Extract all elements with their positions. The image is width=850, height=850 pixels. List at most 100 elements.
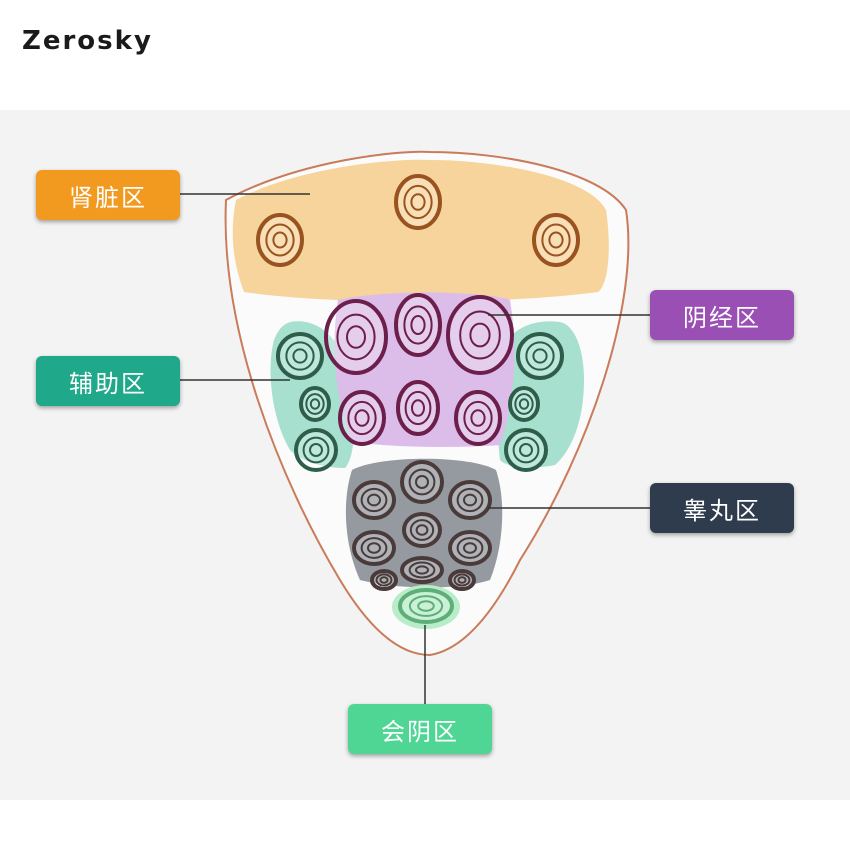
massage-node-testicle <box>402 512 442 548</box>
node-ring <box>302 436 330 464</box>
zone-kidney-area <box>232 159 609 302</box>
node-ring <box>516 332 564 380</box>
massage-node-testicle <box>448 530 492 566</box>
massage-node-aux <box>299 386 331 422</box>
node-ring <box>519 443 533 457</box>
node-ring <box>394 174 442 230</box>
massage-node-aux <box>508 386 540 422</box>
massage-node-testicle <box>370 569 398 591</box>
node-ring <box>403 184 433 220</box>
massage-node-perineum <box>398 588 454 624</box>
node-ring <box>375 573 393 587</box>
massage-node-testicle <box>352 480 396 520</box>
node-ring <box>525 341 555 371</box>
node-ring <box>256 213 304 267</box>
node-ring <box>403 305 433 345</box>
node-ring <box>309 443 323 457</box>
node-ring <box>508 386 540 422</box>
node-ring <box>408 595 444 617</box>
node-ring <box>409 519 435 541</box>
massage-node-aux <box>516 332 564 380</box>
node-ring <box>402 512 442 548</box>
node-ring <box>454 390 502 446</box>
zone-penis-area <box>334 292 515 447</box>
massage-node-kidney <box>256 213 304 267</box>
massage-node-aux <box>504 428 548 472</box>
massage-node-kidney <box>394 174 442 230</box>
node-ring <box>367 493 381 507</box>
node-ring <box>400 460 444 504</box>
massage-node-testicle <box>400 556 444 584</box>
node-ring <box>276 332 324 380</box>
massage-node-testicle <box>352 530 396 566</box>
node-ring <box>448 530 492 566</box>
massage-node-testicle <box>448 569 476 591</box>
node-ring <box>512 436 540 464</box>
massage-node-testicle <box>448 480 492 520</box>
node-ring <box>352 530 396 566</box>
node-ring <box>415 475 429 489</box>
node-ring <box>265 223 295 257</box>
node-ring <box>456 487 484 513</box>
node-ring <box>417 600 435 612</box>
node-ring <box>448 480 492 520</box>
massage-node-penis <box>394 293 442 357</box>
node-ring <box>446 295 514 375</box>
node-ring <box>360 537 388 559</box>
node-ring <box>338 390 386 446</box>
node-ring <box>457 576 467 584</box>
node-ring <box>398 588 454 624</box>
node-ring <box>463 493 477 507</box>
node-ring <box>352 480 396 520</box>
node-ring <box>463 400 493 436</box>
node-ring <box>411 399 425 417</box>
node-ring <box>394 293 442 357</box>
node-ring <box>324 299 388 375</box>
node-ring <box>532 213 580 267</box>
node-ring <box>514 393 534 415</box>
node-ring <box>292 348 308 364</box>
node-ring <box>305 393 325 415</box>
massage-node-penis <box>396 380 440 436</box>
node-ring <box>541 223 571 257</box>
node-ring <box>548 231 564 249</box>
node-ring <box>404 390 432 426</box>
node-ring <box>400 556 444 584</box>
node-ring <box>367 542 381 554</box>
node-ring <box>408 468 436 496</box>
node-ring <box>408 561 436 579</box>
node-ring <box>410 193 426 211</box>
node-ring <box>518 398 530 410</box>
node-ring <box>347 400 377 436</box>
node-ring <box>469 322 491 348</box>
label-penis-zone: 阴经区 <box>650 290 794 340</box>
node-ring <box>532 348 548 364</box>
massage-nodes <box>256 174 580 624</box>
massage-node-aux <box>276 332 324 380</box>
node-ring <box>470 409 486 427</box>
node-ring <box>309 398 321 410</box>
massage-node-aux <box>294 428 338 472</box>
node-ring <box>346 325 366 349</box>
massage-node-penis <box>454 390 502 446</box>
node-ring <box>456 537 484 559</box>
massage-node-testicle <box>400 460 444 504</box>
node-ring <box>410 315 426 335</box>
node-ring <box>379 576 389 584</box>
node-ring <box>354 409 370 427</box>
label-perineum-zone: 会阴区 <box>348 704 492 754</box>
node-ring <box>504 428 548 472</box>
node-ring <box>396 380 440 436</box>
node-ring <box>360 487 388 513</box>
node-ring <box>453 573 471 587</box>
node-ring <box>299 386 331 422</box>
massage-node-penis <box>324 299 388 375</box>
node-ring <box>336 313 376 361</box>
massage-node-penis <box>338 390 386 446</box>
node-ring <box>415 565 429 575</box>
node-ring <box>463 542 477 554</box>
node-ring <box>415 524 429 536</box>
node-ring <box>272 231 288 249</box>
label-aux-zone: 辅助区 <box>36 356 180 406</box>
